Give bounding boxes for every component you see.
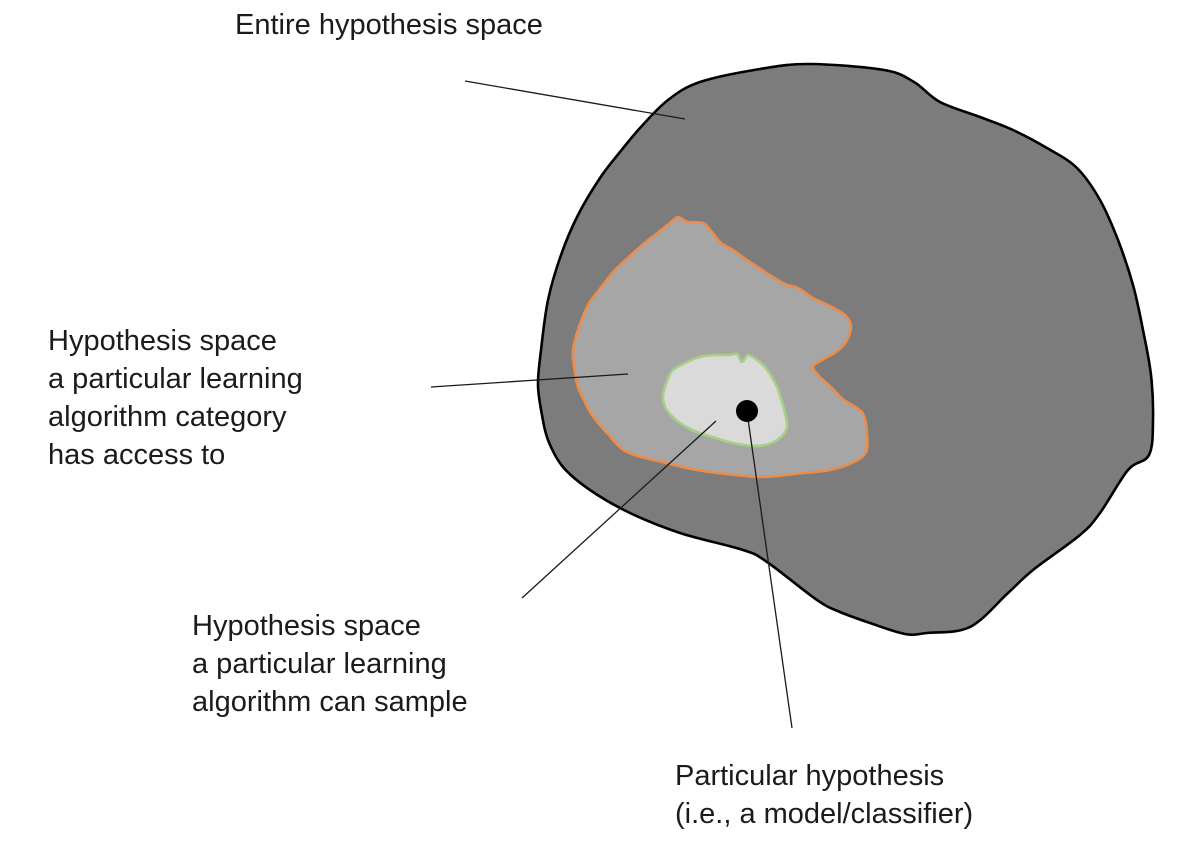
leader-line-sample-hypothesis-space [521, 420, 717, 599]
particular-hypothesis-dot [736, 400, 758, 422]
label-category-hypothesis-space: Hypothesis space a particular learning a… [48, 325, 303, 471]
category-hypothesis-space-blob [571, 215, 869, 479]
label-entire-hypothesis-space: Entire hypothesis space [235, 9, 543, 41]
label-particular-hypothesis: Particular hypothesis (i.e., a model/cla… [675, 760, 974, 830]
leader-line-entire-hypothesis-space [464, 80, 686, 120]
entire-hypothesis-space-blob [536, 62, 1155, 637]
leader-line-particular-hypothesis [746, 411, 793, 729]
leader-line-category-hypothesis-space [430, 373, 629, 388]
label-sample-hypothesis-space: Hypothesis space a particular learning a… [192, 610, 468, 718]
